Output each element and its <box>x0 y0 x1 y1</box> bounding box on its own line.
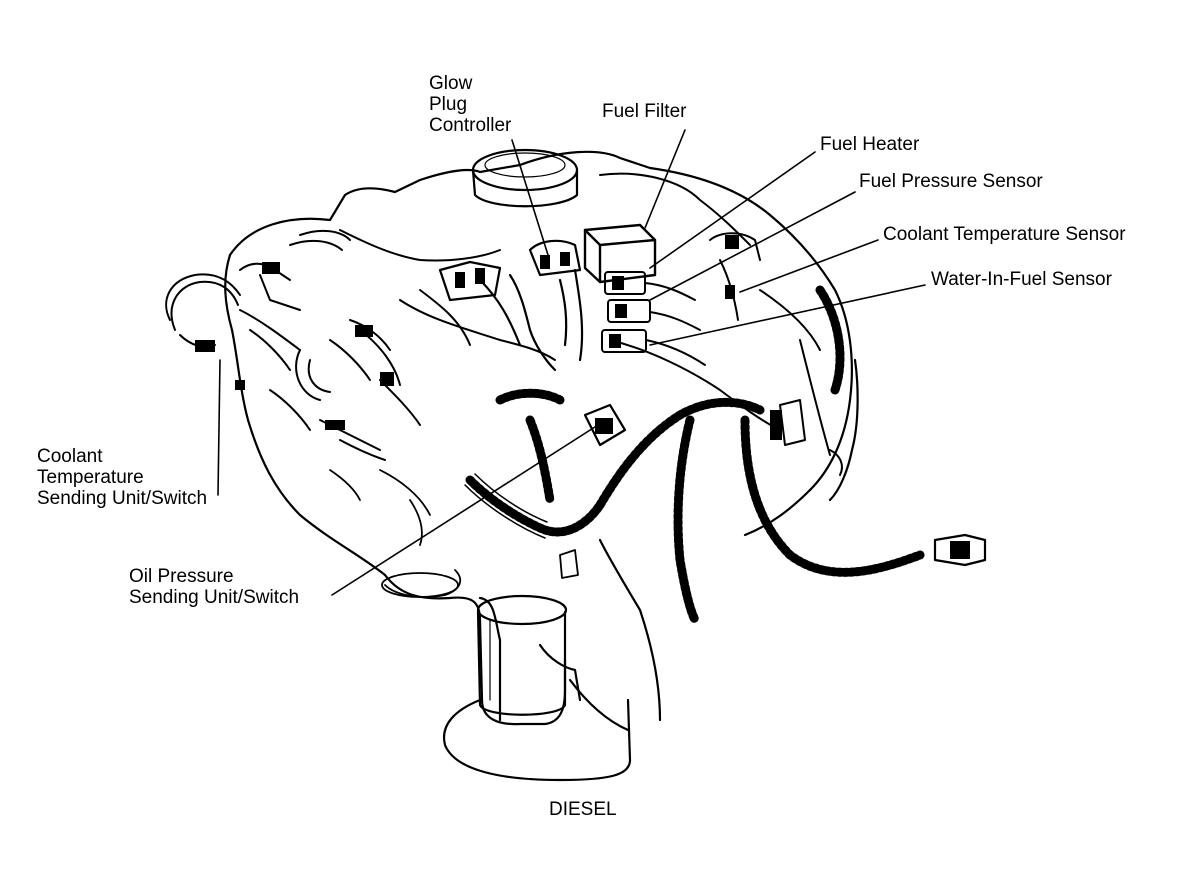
sensor-connector-blocks <box>609 276 627 348</box>
oil-filter <box>476 594 568 716</box>
harness-outline <box>464 473 548 539</box>
leader-water-in-fuel-sensor <box>649 284 926 346</box>
label-oil-pressure-line2: Sending Unit/Switch <box>129 587 300 608</box>
leader-fuel-pressure-sensor <box>649 191 856 301</box>
label-coolant-temperature-sending-unit: Coolant Temperature Sending Unit/Switch <box>37 446 207 509</box>
leader-coolant-sending-unit <box>217 359 221 496</box>
label-fuel-heater: Fuel Heater <box>820 134 920 155</box>
label-glow-plug-controller-line3: Controller <box>429 115 512 136</box>
leader-glow-plug-controller <box>511 139 549 256</box>
right-connector-fills <box>725 235 782 440</box>
label-fuel-pressure-sensor: Fuel Pressure Sensor <box>859 171 1043 192</box>
timing-cover <box>329 469 579 598</box>
label-fuel-filter: Fuel Filter <box>602 101 687 122</box>
label-glow-plug-controller-line1: Glow <box>429 73 473 94</box>
label-glow-plug-controller: Glow Plug Controller <box>429 73 511 136</box>
leader-oil-pressure-sending-unit <box>331 424 599 596</box>
diagram-caption: DIESEL <box>549 799 617 820</box>
label-coolant-sending-line2: Temperature <box>37 467 144 488</box>
harness-end-connector <box>933 533 987 567</box>
label-coolant-temperature-sensor: Coolant Temperature Sensor <box>883 224 1126 245</box>
intake-manifold <box>339 172 781 431</box>
right-side-components <box>709 232 843 476</box>
oil-fill-cap <box>471 148 579 208</box>
oil-pressure-sending-unit <box>583 403 627 447</box>
leader-lines <box>217 129 926 596</box>
left-bank-connectors <box>195 262 394 430</box>
glow-plug-controller <box>438 239 584 372</box>
label-coolant-sending-line3: Sending Unit/Switch <box>37 488 208 509</box>
label-oil-pressure-line1: Oil Pressure <box>129 566 234 587</box>
label-glow-plug-controller-line2: Plug <box>429 94 468 115</box>
glow-plug-connector-fills <box>455 252 570 288</box>
leader-fuel-filter <box>644 129 686 229</box>
wiring-harness <box>465 285 925 625</box>
label-oil-pressure-sending-unit: Oil Pressure Sending Unit/Switch <box>129 566 299 608</box>
fuel-filter-housing <box>583 223 657 284</box>
label-coolant-sending-line1: Coolant <box>37 446 103 467</box>
label-water-in-fuel-sensor: Water-In-Fuel Sensor <box>931 269 1112 290</box>
leader-coolant-temperature-sensor <box>739 239 879 293</box>
leader-fuel-heater <box>649 151 816 269</box>
